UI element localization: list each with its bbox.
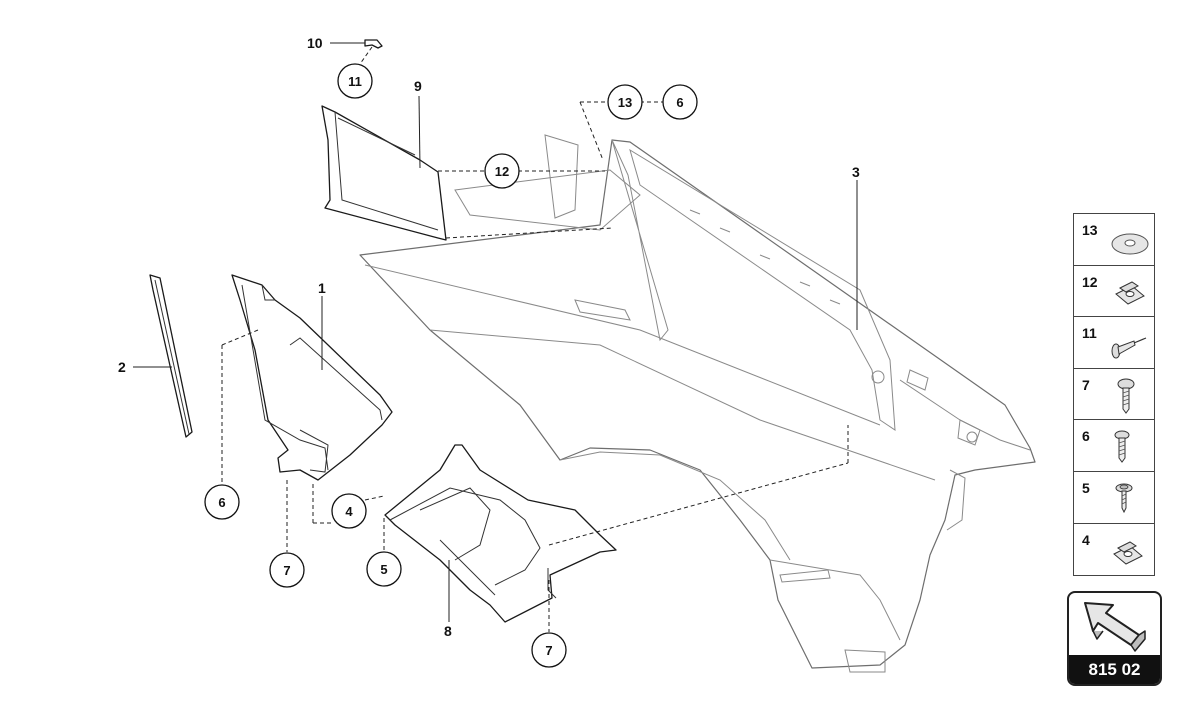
svg-text:7: 7	[545, 643, 552, 658]
svg-text:12: 12	[495, 164, 509, 179]
screw-washer-icon	[1115, 483, 1133, 514]
rivet-icon	[1111, 337, 1147, 359]
leader-lines	[133, 42, 858, 632]
legend-number: 11	[1082, 325, 1097, 342]
svg-text:11: 11	[348, 74, 362, 89]
svg-text:6: 6	[218, 495, 225, 510]
label-9: 9	[414, 78, 422, 94]
legend-number: 5	[1082, 480, 1090, 496]
part-8-liner	[384, 444, 617, 623]
callout-7-left: 7	[269, 552, 305, 588]
clip-nut-icon	[1113, 541, 1143, 565]
legend-number: 7	[1082, 376, 1090, 393]
callout-4-mid: 4	[331, 493, 367, 529]
legend-item-6: 6	[1074, 420, 1154, 472]
callout-13-top: 13	[607, 84, 643, 120]
screw-icon	[1114, 430, 1130, 464]
legend-number: 4	[1082, 531, 1090, 548]
legend-item-11: 11	[1074, 317, 1154, 369]
legend-item-5: 5	[1074, 472, 1154, 524]
legend-item-12: 12	[1074, 266, 1154, 318]
part-9-panel	[321, 105, 447, 241]
callout-12-mid: 12	[484, 153, 520, 189]
callout-7-bottom: 7	[531, 632, 567, 668]
label-8: 8	[444, 623, 452, 639]
page-code: 815 02	[1069, 655, 1160, 684]
legend-number: 12	[1082, 273, 1098, 290]
svg-text:7: 7	[283, 563, 290, 578]
part-3-fender	[359, 134, 1036, 673]
callout-6-top: 6	[662, 84, 698, 120]
callout-5-mid: 5	[366, 551, 402, 587]
page-reference-box[interactable]: 815 02	[1067, 591, 1162, 686]
legend-number: 13	[1082, 222, 1098, 238]
callout-11-top: 11	[337, 63, 373, 99]
part-10-clip	[364, 39, 383, 49]
legend-item-4: 4	[1074, 524, 1154, 576]
svg-text:4: 4	[345, 504, 353, 519]
label-10: 10	[307, 35, 323, 51]
label-1: 1	[318, 280, 326, 296]
legend-item-13: 13	[1074, 214, 1154, 266]
svg-text:13: 13	[618, 95, 632, 110]
clip-nut-icon	[1115, 281, 1145, 305]
svg-text:5: 5	[380, 562, 387, 577]
washer-icon	[1111, 233, 1149, 255]
part-2-strip	[149, 274, 193, 438]
label-2: 2	[118, 359, 126, 375]
fastener-legend: 13 12 11 7 6	[1073, 213, 1155, 576]
part-1-liner	[231, 274, 393, 481]
arrow-icon	[1084, 602, 1146, 652]
callout-6-left: 6	[204, 484, 240, 520]
legend-item-7: 7	[1074, 369, 1154, 421]
svg-text:6: 6	[676, 95, 683, 110]
label-3: 3	[852, 164, 860, 180]
screw-icon	[1117, 378, 1135, 414]
legend-number: 6	[1082, 428, 1090, 445]
